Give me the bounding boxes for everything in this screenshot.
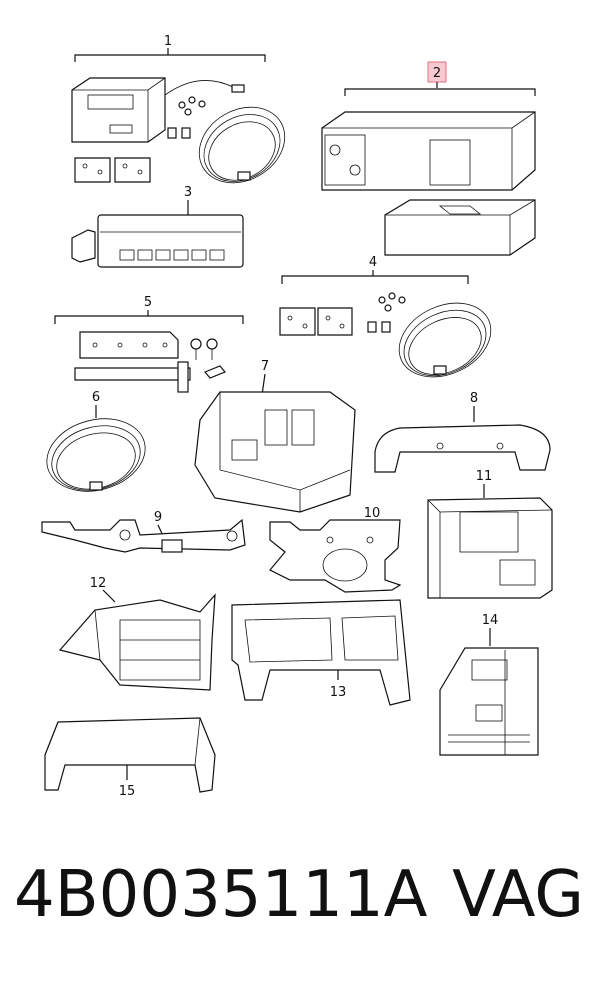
callout-3: 3 [184, 185, 192, 200]
callout-12: 12 [90, 576, 107, 591]
callout-4: 4 [369, 255, 377, 270]
callout-7: 7 [261, 359, 269, 374]
part-group-8: 8 [374, 391, 551, 473]
part-group-14: 14 [439, 613, 539, 756]
part-group-12: 12 [58, 576, 216, 691]
callout-14: 14 [482, 613, 499, 628]
part-number: 4B0035111A [14, 858, 428, 932]
callout-10: 10 [364, 506, 381, 521]
part-group-1: 1 [71, 34, 286, 184]
callout-9: 9 [154, 510, 162, 525]
part-group-13: 13 [231, 599, 411, 706]
callout-6: 6 [92, 390, 100, 405]
callout-11: 11 [476, 469, 493, 484]
part-group-4: 4 [279, 255, 492, 378]
part-group-11: 11 [427, 469, 553, 599]
part-group-6: 6 [46, 390, 146, 492]
part-group-9: 9 [41, 510, 246, 553]
part-group-15: 15 [44, 717, 216, 799]
part-group-3: 3 [71, 185, 244, 268]
brand-label: VAG [452, 858, 584, 932]
callout-2: 2 [433, 66, 441, 81]
part-group-7: 7 [194, 359, 356, 513]
parts-diagram: 1 2 [41, 34, 553, 799]
part-group-5: 5 [54, 295, 244, 393]
callout-15: 15 [119, 784, 136, 799]
callout-1: 1 [164, 34, 172, 49]
callout-13: 13 [330, 685, 347, 700]
callout-5: 5 [144, 295, 152, 310]
part-group-10: 10 [269, 506, 402, 593]
part-group-2: 2 [321, 61, 536, 256]
callout-8: 8 [470, 391, 478, 406]
